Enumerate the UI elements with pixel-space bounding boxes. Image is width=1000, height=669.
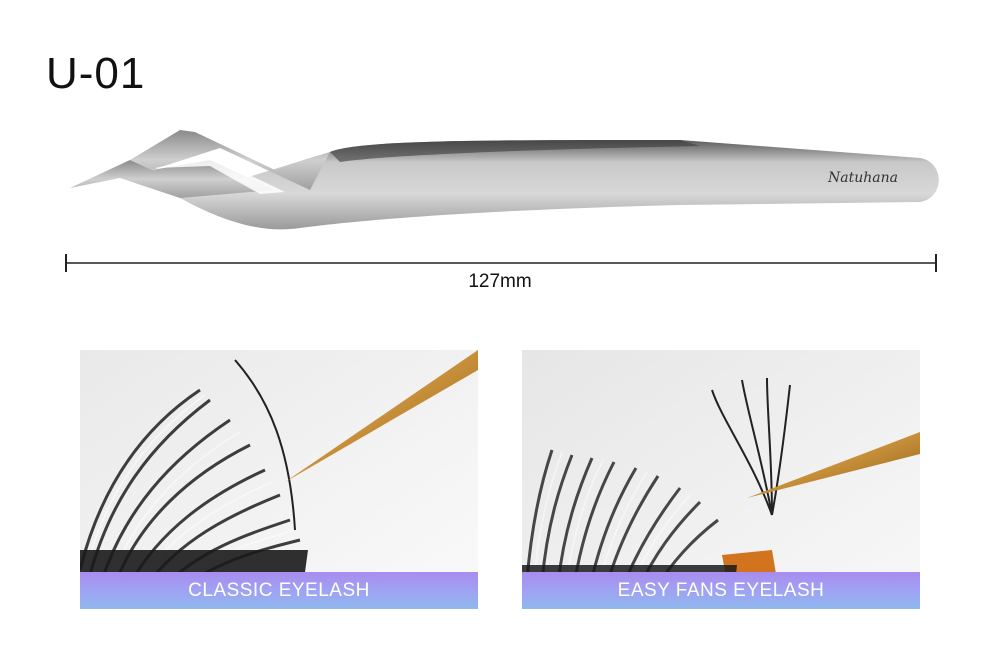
length-measure-line [65, 254, 937, 272]
easy-fans-eyelash-photo [522, 350, 920, 609]
easy-fans-eyelash-card: EASY FANS EYELASH [522, 350, 920, 609]
caption-bar: EASY FANS EYELASH [522, 572, 920, 609]
tweezer-image: Natuhana [70, 130, 939, 230]
caption-bar: CLASSIC EYELASH [80, 572, 478, 609]
model-title: U-01 [46, 49, 146, 98]
caption-easy-fans-eyelash: EASY FANS EYELASH [617, 579, 825, 601]
classic-eyelash-card: CLASSIC EYELASH [80, 350, 478, 609]
brand-logo: Natuhana [827, 170, 898, 186]
length-label: 127mm [468, 271, 532, 292]
classic-eyelash-photo [80, 350, 478, 609]
caption-classic-eyelash: CLASSIC EYELASH [188, 579, 370, 601]
